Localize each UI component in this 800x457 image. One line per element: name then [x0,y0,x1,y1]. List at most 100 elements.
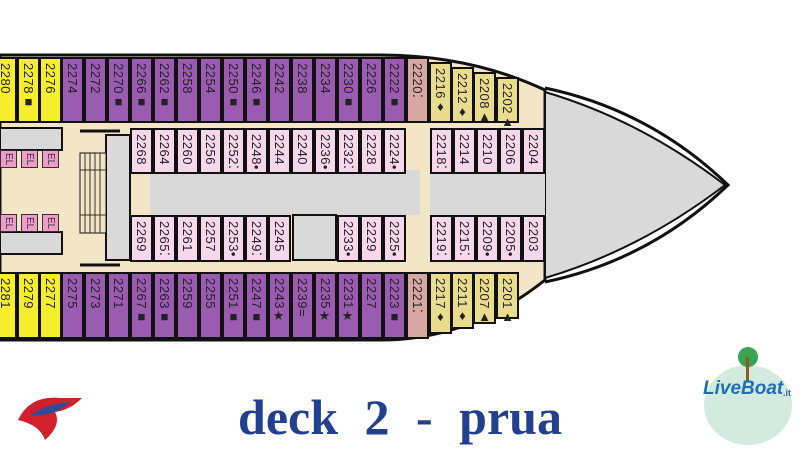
cabin-2222[interactable]: 2222■ [383,57,406,123]
cabin-2249[interactable]: 2249⁚ [245,215,268,262]
cabin-2231[interactable]: 2231★ [337,272,360,339]
cabin-2250[interactable]: 2250■ [222,57,245,123]
cabin-number: 2255 [203,278,218,309]
cabin-2229[interactable]: 2229 [360,215,383,262]
cabin-2261[interactable]: 2261 [176,215,199,262]
cabin-2246[interactable]: 2246■ [245,57,268,123]
cabin-2259[interactable]: 2259 [176,272,199,339]
cabin-2253[interactable]: 2253• [222,215,245,262]
cabin-2278[interactable]: 2278■ [17,57,40,123]
cabin-2269[interactable]: 2269 [130,215,153,262]
cabin-2203[interactable]: 2203 [522,215,545,262]
cabin-2266[interactable]: 2266■ [130,57,153,123]
cabin-2239[interactable]: 2239= [291,272,314,339]
cabin-2221[interactable]: 2221⁚ [406,272,429,339]
cabin-2271[interactable]: 2271 [107,272,130,339]
cabin-2274[interactable]: 2274 [61,57,84,123]
cabin-number: 2249⁚ [249,221,264,257]
cabin-2270[interactable]: 2270■ [107,57,130,123]
cabin-number: 2231★ [341,278,356,325]
cabin-2242[interactable]: 2242 [268,57,291,123]
cabin-2262[interactable]: 2262■ [153,57,176,123]
cabin-number: 2227 [364,278,379,309]
cabin-number: 2262■ [157,63,172,110]
cabin-2218[interactable]: 2218⁚ [430,128,453,174]
cabin-2233[interactable]: 2233• [337,215,360,262]
cabin-2264[interactable]: 2264 [153,128,176,174]
cabin-2216[interactable]: 2216♦ [429,62,452,123]
cabin-number: 2253• [226,221,241,257]
cabin-number: 2242 [272,63,287,94]
cabin-number: 2258 [180,63,195,94]
cabin-2205[interactable]: 2205• [499,215,522,262]
cabin-2268[interactable]: 2268 [130,128,153,174]
cabin-2238[interactable]: 2238 [291,57,314,123]
cabin-number: 2218⁚ [434,134,449,170]
cabin-2273[interactable]: 2273 [84,272,107,339]
cabin-2280[interactable]: 2280 [0,57,17,123]
cabin-2236[interactable]: 2236• [314,128,337,174]
cabin-number: 2252⁚ [226,134,241,170]
cabin-2258[interactable]: 2258 [176,57,199,123]
cabin-2215[interactable]: 2215⁚ [453,215,476,262]
cabin-2206[interactable]: 2206 [499,128,522,174]
cabin-2211[interactable]: 2211♦ [451,272,474,329]
cabin-number: 2256 [203,134,218,165]
cabin-2267[interactable]: 2267■ [130,272,153,339]
cabin-2230[interactable]: 2230■ [337,57,360,123]
cabin-2220[interactable]: 2220⁚ [406,57,429,123]
cabin-2275[interactable]: 2275 [61,272,84,339]
cabin-2252[interactable]: 2252⁚ [222,128,245,174]
cabin-2255[interactable]: 2255 [199,272,222,339]
elevator: EL [42,150,59,168]
cabin-2243[interactable]: 2243★ [268,272,291,339]
cabin-2224[interactable]: 2224• [383,128,406,174]
cabin-2240[interactable]: 2240 [291,128,314,174]
cabin-2245[interactable]: 2245 [268,215,291,262]
cabin-number: 2268 [134,134,149,165]
cabin-2279[interactable]: 2279 [17,272,40,339]
cabin-number: 2217♦ [433,278,448,325]
cabin-2247[interactable]: 2247■ [245,272,268,339]
cabin-2217[interactable]: 2217♦ [429,272,452,334]
cabin-2257[interactable]: 2257 [199,215,222,262]
cabin-2272[interactable]: 2272 [84,57,107,123]
cabin-2254[interactable]: 2254 [199,57,222,123]
cabin-2281[interactable]: 2281 [0,272,17,339]
cabin-2223[interactable]: 2223■ [383,272,406,339]
cabin-2226[interactable]: 2226 [360,57,383,123]
cabin-2277[interactable]: 2277 [39,272,62,339]
cabin-number: 2245 [272,221,287,252]
cabin-2228[interactable]: 2228 [360,128,383,174]
elevator: EL [42,214,59,232]
cabin-2234[interactable]: 2234 [314,57,337,123]
cabin-2251[interactable]: 2251■ [222,272,245,339]
cabin-2227[interactable]: 2227 [360,272,383,339]
cabin-2209[interactable]: 2209• [476,215,499,262]
cabin-2235[interactable]: 2235★ [314,272,337,339]
cabin-2208[interactable]: 2208▲ [473,72,496,125]
cabin-2214[interactable]: 2214 [453,128,476,174]
cabin-2207[interactable]: 2207▲ [473,272,496,324]
cabin-number: 2208▲ [477,78,492,125]
cabin-2201[interactable]: 2201▲ [496,272,519,324]
cabin-2219[interactable]: 2219⁚ [430,215,453,262]
cabin-2260[interactable]: 2260 [176,128,199,174]
cabin-2212[interactable]: 2212♦ [451,67,474,123]
cabin-2244[interactable]: 2244 [268,128,291,174]
liveboat-logo-suffix: .it [783,388,791,398]
cabin-2210[interactable]: 2210 [476,128,499,174]
cabin-2265[interactable]: 2265⁚ [153,215,176,262]
cabin-number: 2202▲ [500,83,515,130]
cabin-2204[interactable]: 2204 [522,128,545,174]
cabin-number: 2281 [0,278,13,309]
cabin-2232[interactable]: 2232⁚ [337,128,360,174]
cabin-2276[interactable]: 2276 [39,57,62,123]
cabin-number: 2269 [134,221,149,252]
cabin-2225[interactable]: 2225• [383,215,406,262]
cabin-number: 2274 [65,63,80,94]
cabin-2202[interactable]: 2202▲ [496,77,519,129]
cabin-2263[interactable]: 2263■ [153,272,176,339]
cabin-2256[interactable]: 2256 [199,128,222,174]
cabin-2248[interactable]: 2248• [245,128,268,174]
